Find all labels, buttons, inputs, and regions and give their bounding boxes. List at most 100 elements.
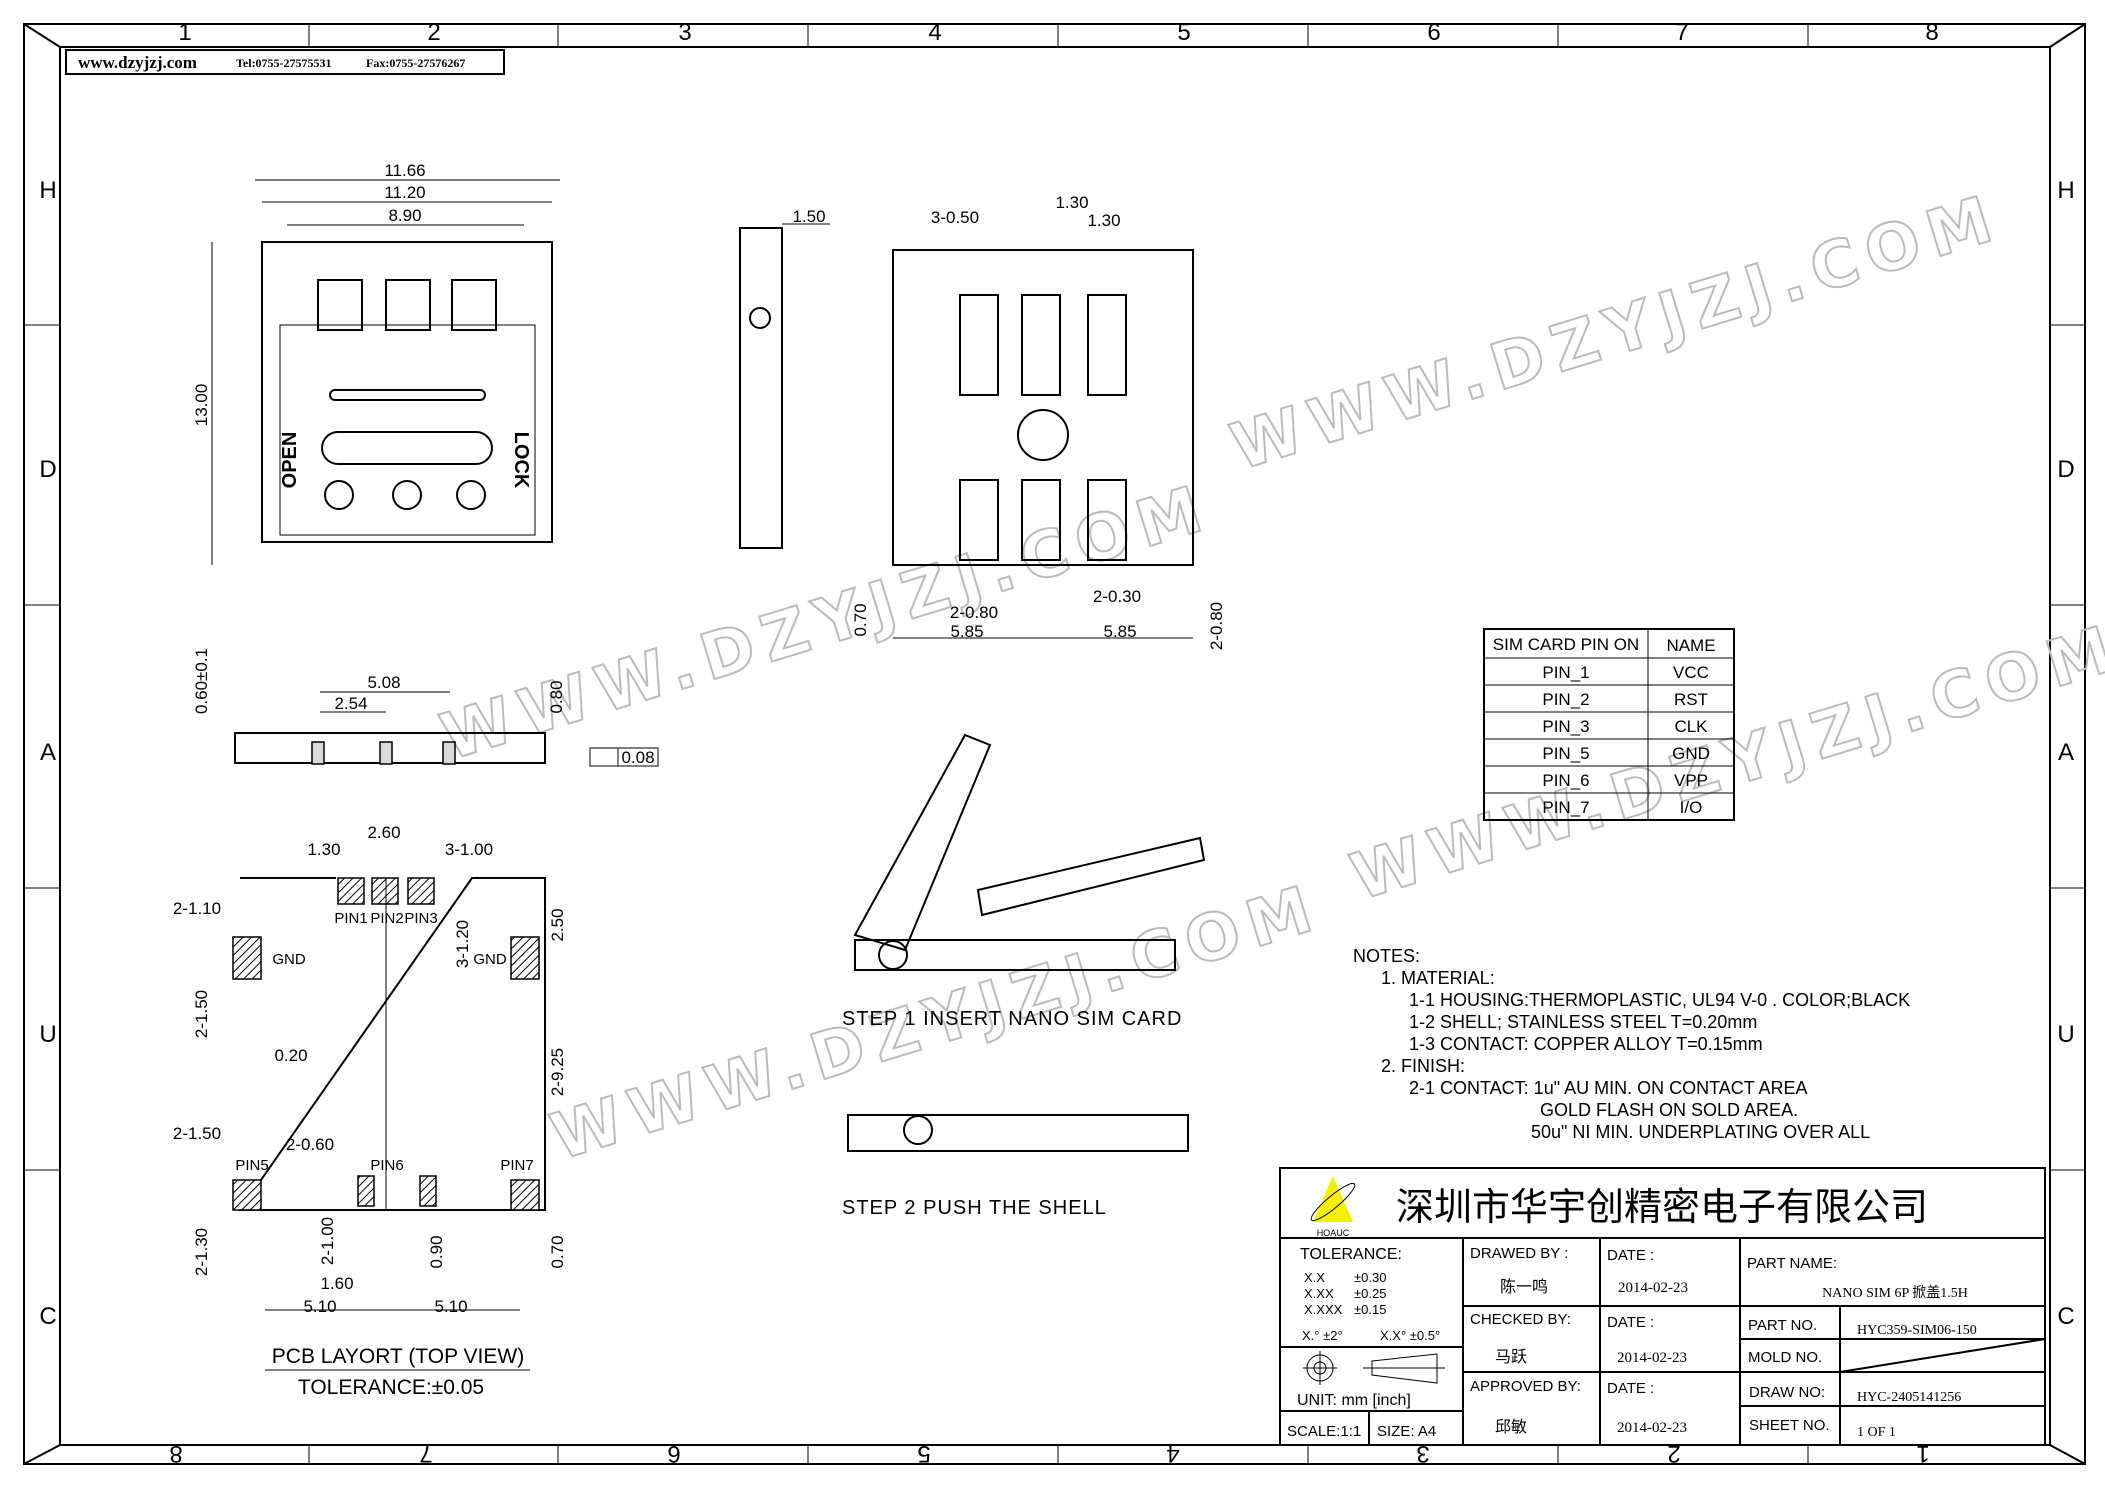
front-view: 0.60±0.1 5.08 2.54 0.80 0.08	[192, 648, 659, 767]
dimension-label: 5.10	[303, 1297, 336, 1316]
table-cell: GND	[1672, 744, 1710, 763]
sheet-no-label: SHEET NO.	[1749, 1417, 1830, 1434]
dimension-label: 3-1.00	[445, 840, 493, 859]
pad-label: PIN7	[500, 1157, 533, 1174]
step1-label: STEP 1 INSERT NANO SIM CARD	[842, 1008, 1182, 1030]
table-header: SIM CARD PIN ON	[1493, 635, 1639, 654]
dimension-label: 1.30	[307, 840, 340, 859]
dimension-label: 0.90	[427, 1235, 446, 1268]
pad-label: PIN6	[370, 1157, 403, 1174]
contact-header: www.dzyjzj.com Tel:0755-27575531 Fax:075…	[65, 49, 505, 75]
column-number: 2	[427, 19, 440, 46]
dimension-label: 11.20	[384, 183, 425, 202]
table-cell: PIN_7	[1542, 798, 1589, 817]
dimension-label: 2-0.80	[1207, 602, 1226, 650]
part-no-value: HYC359-SIM06-150	[1857, 1323, 1977, 1338]
row-letter: U	[2057, 1021, 2074, 1048]
drawed-by-value: 陈一鸣	[1500, 1278, 1548, 1296]
dimension-label: 1.30	[1055, 193, 1088, 212]
assembly-steps: STEP 1 INSERT NANO SIM CARD STEP 2 PUSH …	[842, 733, 1206, 1219]
date-label: DATE :	[1607, 1247, 1654, 1264]
table-cell: PIN_6	[1542, 771, 1589, 790]
row-letter: C	[39, 1303, 56, 1330]
note-line: 2-1 CONTACT: 1u" AU MIN. ON CONTACT AREA	[1409, 1078, 1807, 1098]
dimension-label: 2-0.60	[286, 1135, 334, 1154]
note-line: 1. MATERIAL:	[1381, 968, 1495, 988]
approved-by-value: 邱敏	[1495, 1418, 1527, 1436]
row-letter: C	[2057, 1303, 2074, 1330]
unit-label: UNIT: mm [inch]	[1297, 1392, 1411, 1409]
table-cell: PIN_2	[1542, 690, 1589, 709]
tolerance-value: ±0.25	[1354, 1286, 1386, 1301]
dimension-label: 2-0.30	[1093, 587, 1141, 606]
column-number: 1	[178, 19, 191, 46]
dimension-label: 2-0.80	[950, 603, 998, 622]
angle-tolerance: X.X° ±0.5°	[1380, 1328, 1440, 1343]
note-line: 1-3 CONTACT: COPPER ALLOY T=0.15mm	[1409, 1034, 1763, 1054]
column-number: 8	[169, 1440, 182, 1467]
dimension-label: 2.50	[548, 908, 567, 941]
pad-label: GND	[272, 951, 306, 968]
table-header: NAME	[1666, 636, 1715, 655]
row-letter: H	[2057, 177, 2074, 204]
table-cell: RST	[1674, 690, 1708, 709]
table-cell: PIN_1	[1542, 663, 1589, 682]
pcb-layout: 1.30 2.60 3-1.00 2-1.10 3-1.20 2.50 2-1.…	[173, 823, 567, 1399]
draw-no-value: HYC-2405141256	[1857, 1390, 1961, 1405]
dimension-label: 11.66	[384, 161, 425, 180]
dimension-label: 5.10	[434, 1297, 467, 1316]
column-number: 7	[419, 1440, 432, 1467]
draw-no-label: DRAW NO:	[1749, 1384, 1825, 1401]
dimension-label: 1.50	[792, 207, 825, 226]
date-label: DATE :	[1607, 1380, 1654, 1397]
frame: 1 2 3 4 5 6 7 8 1 2 3 4 5 6 7 8 H D A U …	[23, 19, 2086, 1467]
open-label: OPEN	[279, 432, 301, 489]
column-number: 3	[1416, 1440, 1429, 1467]
table-cell: I/O	[1680, 798, 1703, 817]
column-number: 7	[1675, 19, 1688, 46]
pad-label: PIN1	[334, 910, 367, 927]
tolerance-key: X.XXX	[1304, 1302, 1343, 1317]
date-value: 2014-02-23	[1618, 1280, 1688, 1296]
step2-label: STEP 2 PUSH THE SHELL	[842, 1197, 1107, 1219]
part-no-label: PART NO.	[1748, 1317, 1817, 1334]
side-view: 1.50	[739, 207, 830, 549]
column-number: 1	[1916, 1440, 1929, 1467]
tolerance-label: TOLERANCE:	[1300, 1246, 1402, 1263]
dimension-label: 3-1.20	[453, 920, 472, 968]
dimension-label: 8.90	[388, 206, 421, 225]
title-block: HOAUC 深圳市华宇创精密电子有限公司 TOLERANCE: X.X ±0.3…	[1279, 1167, 2046, 1446]
pad-label: PIN5	[235, 1157, 268, 1174]
watermarks: WWW.DZYJZJ.COM WWW.DZYJZJ.COM WWW.DZYJZJ…	[432, 180, 2105, 1177]
pcb-tolerance: TOLERANCE:±0.05	[298, 1376, 484, 1399]
pin-table: SIM CARD PIN ON NAME PIN_1 VCC PIN_2 RST…	[1483, 628, 1735, 821]
note-line: 2. FINISH:	[1381, 1056, 1465, 1076]
note-line: 1-1 HOUSING:THERMOPLASTIC, UL94 V-0 . CO…	[1409, 990, 1910, 1010]
mold-no-label: MOLD NO.	[1748, 1349, 1822, 1366]
logo-brand: HOAUC	[1317, 1228, 1350, 1238]
dimension-label: 0.70	[548, 1235, 567, 1268]
pad-label: PIN3	[404, 910, 437, 927]
angle-tolerance: X.° ±2°	[1302, 1328, 1343, 1343]
pad-label: PIN2	[370, 910, 403, 927]
dimension-label: 2.60	[367, 823, 400, 842]
lock-label: LOCK	[510, 432, 532, 489]
note-line: GOLD FLASH ON SOLD AREA.	[1540, 1100, 1798, 1120]
checked-by-value: 马跃	[1495, 1348, 1527, 1366]
table-cell: CLK	[1674, 717, 1708, 736]
watermark: WWW.DZYJZJ.COM	[1223, 181, 2010, 486]
column-number: 3	[678, 19, 691, 46]
table-cell: VPP	[1674, 771, 1708, 790]
dimension-label: 2-1.30	[192, 1228, 211, 1276]
dimension-label: 0.20	[274, 1046, 307, 1065]
website-text: www.dzyjzj.com	[78, 53, 197, 72]
tel-text: Tel:0755-27575531	[236, 56, 332, 70]
part-name-value: NANO SIM 6P 掀盖1.5H	[1822, 1285, 1968, 1301]
sheet-no-value: 1 OF 1	[1857, 1425, 1896, 1440]
bottom-view: 3-0.50 1.30 1.30 2-0.80 2-0.30 5.85 5.85…	[851, 193, 1226, 650]
scale-label: SCALE:1:1	[1287, 1423, 1361, 1440]
column-number: 5	[917, 1440, 930, 1467]
table-cell: PIN_5	[1542, 744, 1589, 763]
dimension-label: 1.30	[1087, 211, 1120, 230]
notes: NOTES: 1. MATERIAL: 1-1 HOUSING:THERMOPL…	[1353, 946, 1910, 1142]
